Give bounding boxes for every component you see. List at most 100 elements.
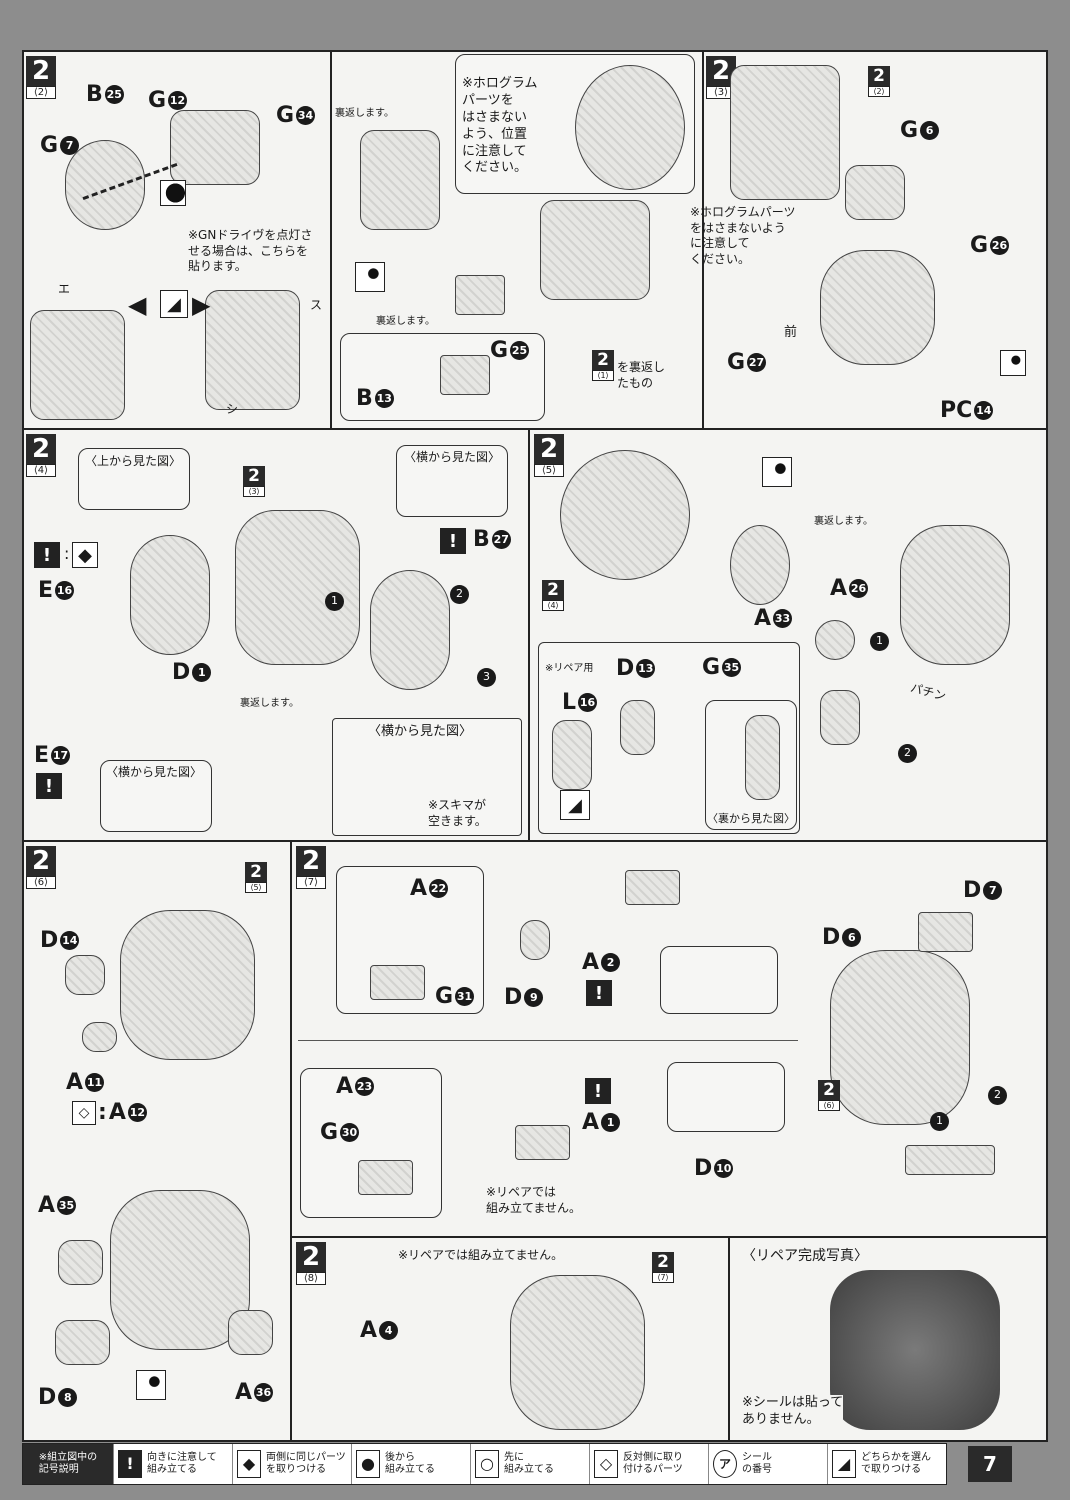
ref-sub: ⟨5⟩ (245, 882, 267, 893)
legend-title: ※組立図中の 記号説明 (23, 1444, 113, 1484)
exclamation-icon: ! (586, 980, 612, 1006)
part-number: 36 (254, 1383, 274, 1402)
part-drawing (905, 1145, 995, 1175)
step-number: 2 (534, 434, 564, 464)
side-view-label: 〈横から見た図〉 (404, 450, 501, 464)
back-view-label: 〈裏から見た図〉 (707, 812, 795, 825)
legend-text: 反対側に取り 付けるパーツ (623, 1452, 683, 1475)
part-number: 27 (491, 530, 511, 549)
legend-text: 両側に同じパーツ を取りつける (266, 1452, 346, 1475)
part-drawing (440, 355, 490, 395)
step-sub: ⟨8⟩ (296, 1272, 326, 1285)
part-drawing (58, 1240, 103, 1285)
sticker-label: ス (310, 298, 323, 312)
part-drawing (520, 920, 550, 960)
part-number: 14 (974, 401, 994, 420)
ref-number: 2 (868, 66, 890, 86)
order-number: 1 (870, 632, 889, 651)
part-number: 33 (773, 609, 793, 628)
assemble-first-icon (1000, 350, 1026, 376)
step-reference: 2⟨2⟩ (868, 66, 890, 97)
part-number: 11 (85, 1073, 105, 1092)
assemble-first-icon (136, 1370, 166, 1400)
order-number: 1 (325, 592, 344, 611)
part-drawing (552, 720, 592, 790)
part-letter: B (86, 82, 103, 107)
step-sub: ⟨2⟩ (26, 86, 56, 99)
part-letter: A (360, 1318, 378, 1343)
part-number: 16 (55, 581, 75, 600)
part-letter: D (822, 925, 841, 950)
ref-sub: ⟨6⟩ (818, 1100, 840, 1111)
repair-use-label: ※リペア用 (545, 663, 594, 674)
ref-sub: ⟨2⟩ (868, 86, 890, 97)
part-number: 26 (990, 236, 1010, 255)
repair-photo-title: 〈リペア完成写真〉 (742, 1248, 868, 1264)
ref-number: 2 (818, 1080, 840, 1100)
step-sub: ⟨4⟩ (26, 464, 56, 477)
step-badge-2-7: 2⟨7⟩ (296, 846, 326, 889)
page-number: 7 (968, 1446, 1012, 1482)
step-badge-2-2: 2⟨2⟩ (26, 56, 56, 99)
step-number: 2 (296, 846, 326, 876)
legend-item: ●後から 組み立てる (351, 1444, 470, 1484)
part-drawing (65, 955, 105, 995)
part-number: 17 (51, 746, 71, 765)
part-number: 22 (429, 879, 449, 898)
part-letter: A (410, 876, 428, 901)
part-drawing (620, 700, 655, 755)
step-badge-2-8: 2⟨8⟩ (296, 1242, 326, 1285)
part-number: 27 (747, 353, 767, 372)
part-letter: A (336, 1074, 354, 1099)
choose-icon: ◢ (160, 290, 188, 318)
order-marker: 2 (898, 744, 917, 763)
separator: : (98, 1100, 107, 1125)
part-number: 31 (455, 987, 475, 1006)
exclamation-icon: ! (118, 1450, 142, 1478)
exclamation-icon: ! (34, 542, 60, 568)
ref-number: 2 (592, 350, 614, 370)
opposite-side-icon: ◇ (594, 1450, 618, 1478)
part-number: 30 (340, 1123, 360, 1142)
part-letter: G (727, 350, 746, 375)
part-number: 1 (192, 663, 212, 682)
part-letter: G (40, 133, 59, 158)
repair-photo-panel (728, 1236, 1048, 1442)
opposite-side-icon: ◇ (72, 1100, 96, 1125)
step-badge-2-6: 2⟨6⟩ (26, 846, 56, 889)
part-letter: B (473, 527, 490, 552)
step-number: 2 (296, 1242, 326, 1272)
part-drawing (815, 620, 855, 660)
sticker-note: ※シールは貼って ありません。 (742, 1395, 844, 1429)
exclamation-icon: ! (440, 528, 466, 554)
part-number: 16 (578, 693, 598, 712)
part-letter: D (38, 1385, 57, 1410)
step-reference: 2⟨6⟩ (818, 1080, 840, 1111)
sticker-label: シ (226, 402, 239, 416)
detail-box (667, 1062, 785, 1132)
detail-box (660, 946, 778, 1014)
legend-text: 後から 組み立てる (385, 1452, 435, 1475)
ref-sub: ⟨1⟩ (592, 370, 614, 381)
part-number: 2 (601, 953, 621, 972)
part-letter: A (754, 606, 772, 631)
part-letter: A (830, 576, 848, 601)
ref-number: 2 (652, 1252, 674, 1272)
part-number: 10 (714, 1159, 734, 1178)
part-letter: A (66, 1070, 84, 1095)
